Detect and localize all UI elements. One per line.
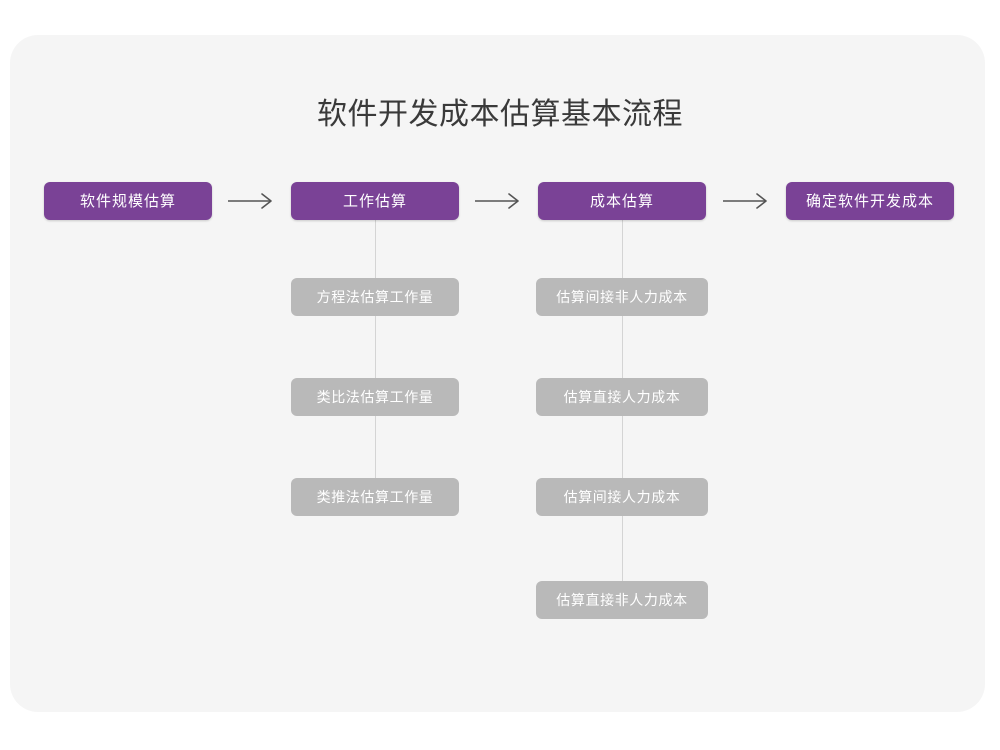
node-label: 估算直接非人力成本 (556, 592, 688, 608)
node-cost-estimation[interactable]: 成本估算 (538, 182, 706, 220)
node-label: 方程法估算工作量 (316, 289, 434, 305)
arrow-2-icon (475, 191, 523, 211)
node-label: 确定软件开发成本 (805, 192, 934, 210)
node-indirect-labor-cost[interactable]: 估算间接人力成本 (536, 478, 708, 516)
node-label: 估算间接非人力成本 (556, 289, 688, 305)
node-inference-method-workload[interactable]: 类推法估算工作量 (291, 478, 459, 516)
node-label: 估算间接人力成本 (563, 489, 681, 505)
arrow-3-icon (723, 191, 771, 211)
node-software-size-estimation[interactable]: 软件规模估算 (44, 182, 212, 220)
page-title: 软件开发成本估算基本流程 (317, 98, 683, 131)
node-determine-development-cost[interactable]: 确定软件开发成本 (786, 182, 954, 220)
node-label: 类推法估算工作量 (316, 489, 434, 505)
node-label: 软件规模估算 (79, 192, 176, 210)
node-label: 成本估算 (589, 192, 654, 210)
node-label: 类比法估算工作量 (316, 389, 434, 405)
node-label: 估算直接人力成本 (563, 389, 681, 405)
connector-line-work (375, 211, 376, 502)
arrow-1-icon (228, 191, 276, 211)
node-equation-method-workload[interactable]: 方程法估算工作量 (291, 278, 459, 316)
node-direct-nonlabor-cost[interactable]: 估算直接非人力成本 (536, 581, 708, 619)
node-direct-labor-cost[interactable]: 估算直接人力成本 (536, 378, 708, 416)
diagram-card-background (10, 35, 985, 712)
node-analogy-method-workload[interactable]: 类比法估算工作量 (291, 378, 459, 416)
node-work-estimation[interactable]: 工作估算 (291, 182, 459, 220)
node-label: 工作估算 (342, 192, 407, 210)
node-indirect-nonlabor-cost[interactable]: 估算间接非人力成本 (536, 278, 708, 316)
